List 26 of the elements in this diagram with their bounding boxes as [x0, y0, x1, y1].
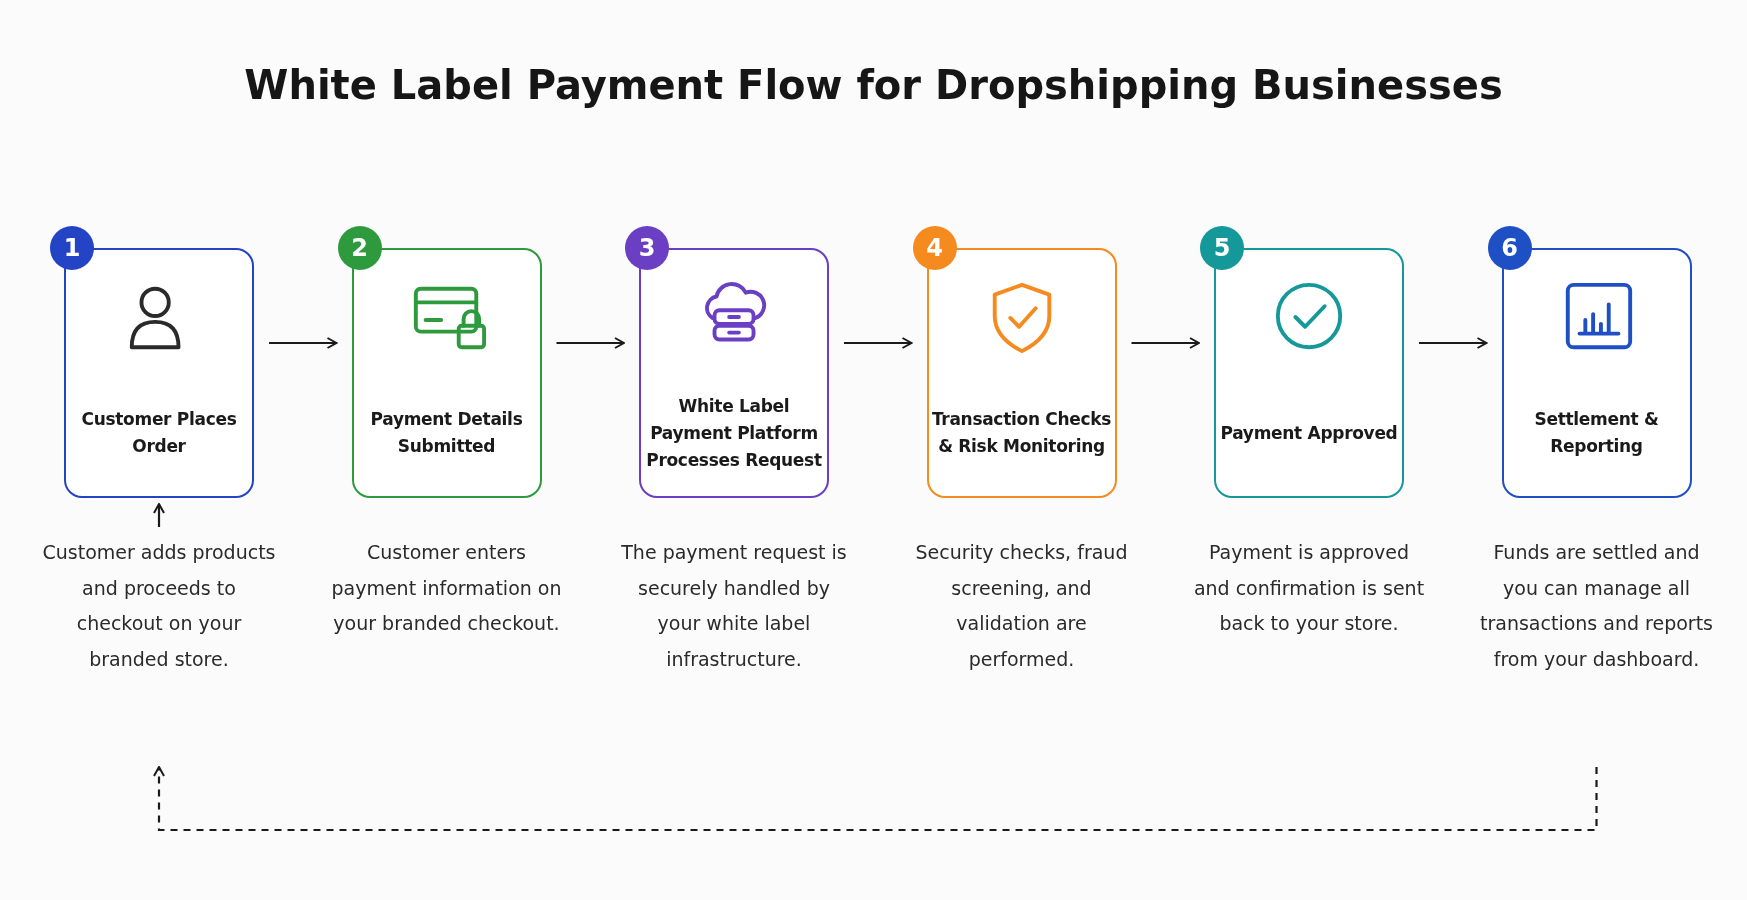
arrow — [556, 337, 625, 349]
step-title: Customer Places Order — [80, 408, 238, 458]
arrow — [844, 337, 913, 349]
step-number-badge: 2 — [337, 226, 382, 270]
arrow — [153, 503, 165, 527]
step-description: Security checks, fraud screening, and validation are performed. — [914, 540, 1129, 672]
step-title: Transaction Checks & Risk Monitoring — [930, 408, 1113, 458]
step-title: Payment Approved — [1219, 421, 1399, 445]
step-number-badge: 6 — [1487, 226, 1532, 270]
step-number-badge: 4 — [912, 226, 957, 270]
arrow — [1131, 337, 1200, 349]
step-description: Customer adds products and proceeds to checkout on your branded store. — [41, 540, 277, 672]
step-description: The payment request is securely handled by your white label infrastructure. — [620, 540, 848, 672]
step-title: Payment Details Submitted — [369, 408, 524, 458]
step-description: Funds are settled and you can manage all transactions and reports from your dashboard. — [1479, 540, 1714, 672]
step-number-badge: 5 — [1200, 226, 1244, 270]
step-number-badge: 1 — [50, 226, 94, 270]
arrow — [269, 337, 338, 349]
step-description: Customer enters payment information on your branded checkout. — [330, 540, 563, 636]
step-title: Settlement & Reporting — [1533, 408, 1660, 458]
step-number-badge: 3 — [625, 226, 669, 270]
step-description: Payment is approved and confirmation is sent back to your store. — [1192, 540, 1426, 636]
return-arrow — [153, 766, 1598, 832]
title: White Label Payment Flow for Dropshipping Businesses — [243, 62, 1504, 108]
step-title: White Label Payment Platform Processes Request — [645, 394, 823, 472]
arrow — [1419, 337, 1488, 349]
